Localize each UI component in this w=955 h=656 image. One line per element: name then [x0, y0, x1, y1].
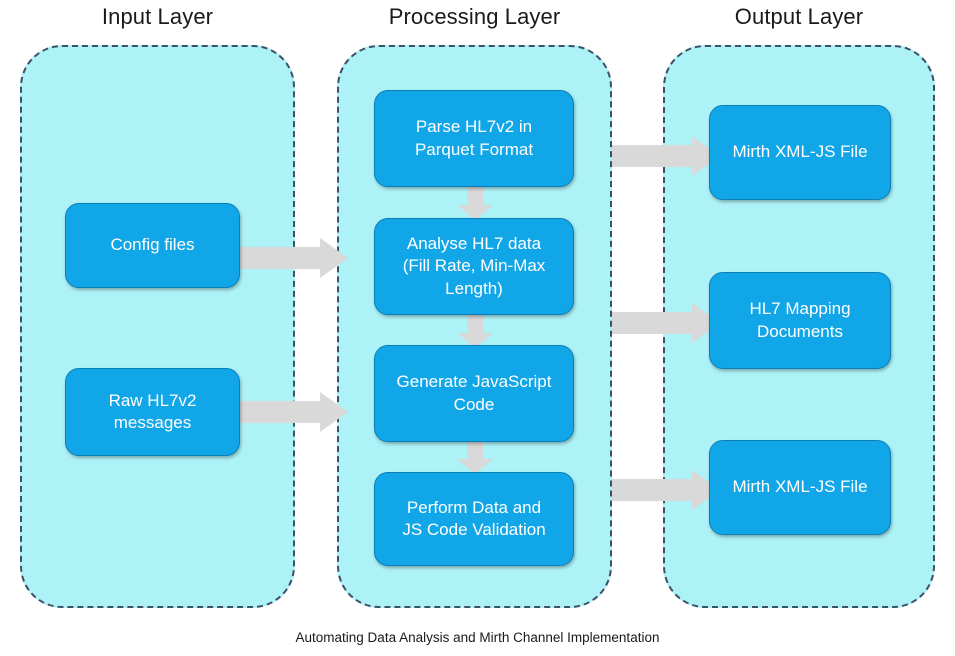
- node-mirth-xml-js-file-2[interactable]: Mirth XML-JS File: [709, 440, 891, 535]
- arrow-generate-to-validate: [457, 440, 493, 474]
- processing-layer-title: Processing Layer: [388, 4, 561, 29]
- arrow-raw-messages-to-processing: [240, 392, 348, 432]
- arrow-analyse-to-generate: [457, 314, 493, 348]
- node-config-files[interactable]: Config files: [65, 203, 240, 288]
- input-layer-container: [20, 45, 295, 608]
- node-mirth-xml-js-file-2-label: Mirth XML-JS File: [732, 477, 868, 497]
- arrow-analyse-to-mapping-docs: [612, 303, 720, 343]
- input-layer-title: Input Layer: [101, 4, 214, 29]
- node-mirth-xml-js-file-1[interactable]: Mirth XML-JS File: [709, 105, 891, 200]
- diagram-caption: Automating Data Analysis and Mirth Chann…: [295, 630, 660, 645]
- arrow-validate-to-mirth-file-2: [612, 470, 720, 510]
- node-mirth-xml-js-file-1-label: Mirth XML-JS File: [732, 142, 868, 162]
- arrow-parse-to-analyse: [457, 186, 493, 220]
- output-layer-title: Output Layer: [734, 4, 864, 29]
- arrow-parse-to-mirth-file-1: [612, 136, 720, 176]
- arrow-config-to-processing: [240, 238, 348, 278]
- node-config-files-label: Config files: [110, 235, 195, 255]
